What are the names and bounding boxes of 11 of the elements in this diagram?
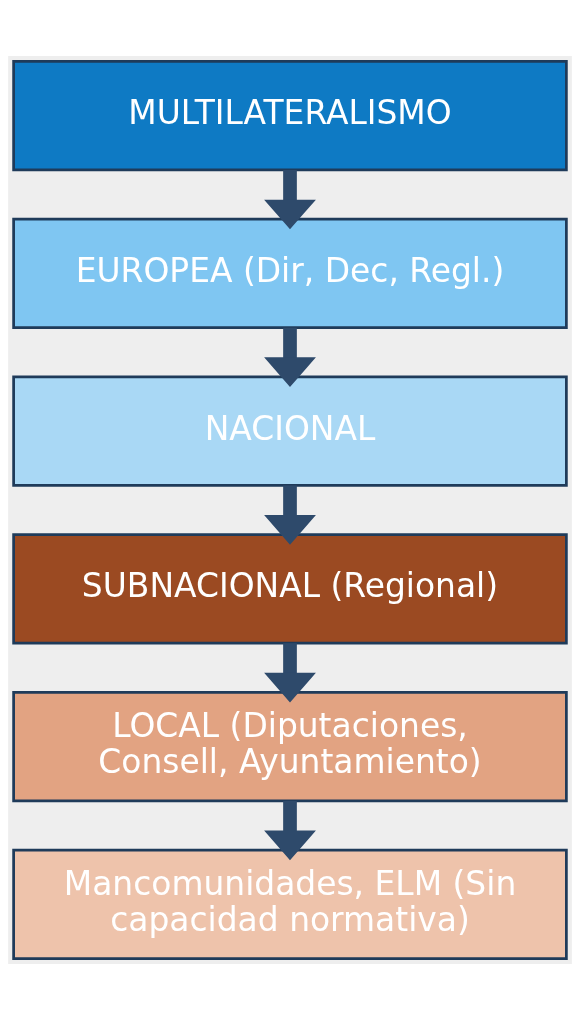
arrow — [264, 327, 316, 387]
arrow — [264, 800, 316, 861]
arrow — [264, 643, 316, 703]
node-box: MULTILATERALISMO — [12, 60, 568, 172]
arrow — [264, 169, 316, 230]
arrow — [264, 485, 316, 545]
node-box: EUROPEA (Dir, Dec, Regl.) — [12, 217, 568, 329]
node-box: NACIONAL — [12, 375, 568, 487]
node-box: SUBNACIONAL (Regional) — [12, 533, 568, 645]
node-box: LOCAL (Diputaciones, Consell, Ayuntamiento) — [12, 691, 568, 803]
node-box: Mancomunidades, ELM (Sin capacidad normativa) — [12, 848, 568, 960]
